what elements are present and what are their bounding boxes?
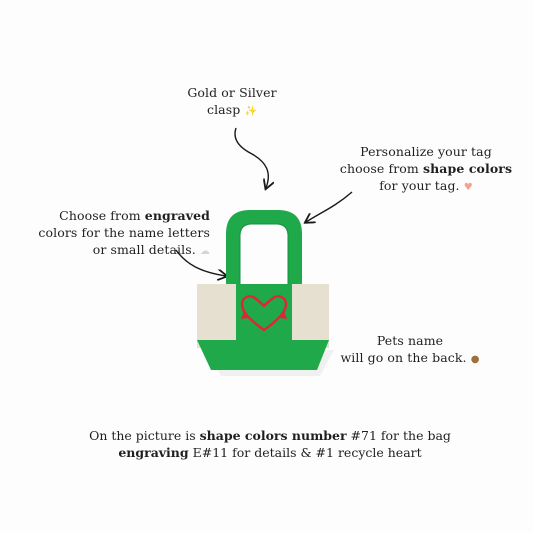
- caption-line1-bold: shape colors number: [199, 428, 347, 443]
- tag-note-line2-bold: shape colors: [422, 161, 513, 176]
- caption-line2-suffix: E#11 for details & #1 recycle heart: [188, 445, 422, 460]
- engraved-note: Choose from engraved colors for the name…: [14, 207, 210, 260]
- caption-line2-bold: engraving: [118, 445, 189, 460]
- clasp-arrow: [234, 127, 268, 188]
- pets-note: Pets name will go on the back. ●: [340, 332, 480, 368]
- engraved-note-line2: colors for the name letters: [38, 225, 210, 240]
- tag-note-line2-prefix: choose from: [339, 161, 423, 176]
- engraved-note-line3: or small details.: [92, 242, 196, 257]
- engraved-note-line1-bold: engraved: [144, 208, 210, 223]
- engraved-arrow: [175, 249, 226, 276]
- sparkles-icon: ✨: [244, 106, 257, 117]
- cloud-icon: ☁: [199, 246, 210, 257]
- pets-note-line1: Pets name: [376, 333, 444, 348]
- clasp-note: Gold or Silver clasp ✨: [172, 84, 292, 120]
- clasp-note-line1: Gold or Silver: [187, 85, 277, 100]
- heart-hands-icon: ♥: [463, 182, 473, 193]
- clasp-note-line2: clasp: [206, 102, 241, 117]
- tote-bag-icon: [197, 210, 334, 376]
- caption-line1-prefix: On the picture is: [89, 428, 200, 443]
- caption: On the picture is shape colors number #7…: [60, 427, 480, 461]
- teddy-bear-icon: ●: [470, 354, 480, 365]
- engraved-note-line1-prefix: Choose from: [59, 208, 145, 223]
- caption-line1-suffix: #71 for the bag: [346, 428, 451, 443]
- tag-note-line1: Personalize your tag: [360, 144, 492, 159]
- tag-note: Personalize your tag choose from shape c…: [326, 143, 526, 196]
- pets-note-line2: will go on the back.: [340, 350, 467, 365]
- tag-note-line3: for your tag.: [379, 178, 460, 193]
- tag-arrow: [306, 191, 353, 222]
